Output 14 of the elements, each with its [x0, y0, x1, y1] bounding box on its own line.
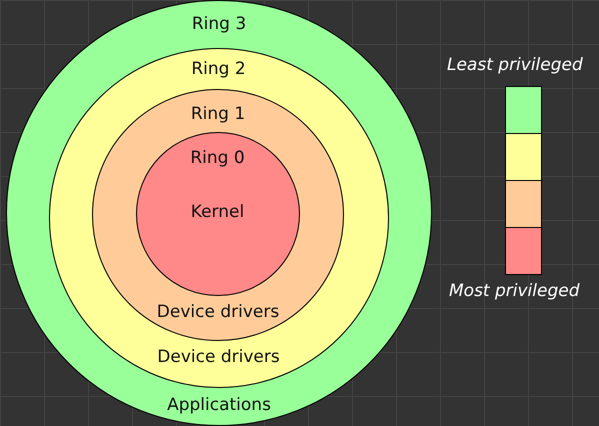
scale-swatch	[505, 86, 542, 134]
ring-label: Ring 1	[190, 104, 246, 124]
scale-caption: Least privileged	[447, 55, 583, 75]
ring-description: Device drivers	[156, 302, 280, 322]
ring-description: Applications	[166, 394, 272, 414]
ring-description: Kernel	[190, 202, 246, 222]
ring-label: Ring 3	[190, 14, 248, 34]
scale-swatch	[505, 133, 542, 181]
scale-caption: Most privileged	[449, 281, 580, 301]
scale-swatch	[505, 180, 542, 228]
ring-label: Ring 2	[190, 59, 247, 79]
ring-description: Device drivers	[156, 347, 281, 367]
scale-swatch	[505, 227, 542, 275]
ring-label: Ring 0	[189, 148, 246, 168]
